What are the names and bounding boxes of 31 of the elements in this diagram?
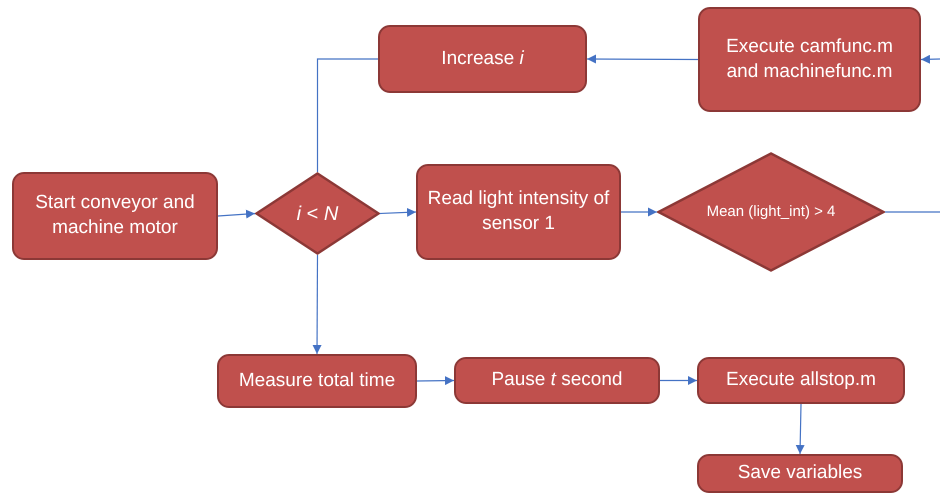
step-label: Pause t second: [492, 368, 622, 392]
arrow: [660, 376, 697, 385]
step-label: Execute camfunc.m and machinefunc.m: [725, 34, 894, 84]
process-box: [12, 172, 218, 260]
step-label: Increase i: [441, 46, 524, 71]
connector-line: [316, 58, 378, 172]
condition-label: i < N: [296, 202, 338, 226]
arrow: [417, 376, 454, 386]
connector-line: [885, 211, 940, 213]
process-box: [378, 25, 587, 93]
arrow: [380, 208, 416, 217]
step-label: Start conveyor and machine motor: [34, 191, 196, 240]
process-box: [454, 357, 660, 404]
arrow: [218, 210, 256, 219]
arrow: [796, 404, 805, 454]
decision-diamond: [657, 152, 885, 272]
arrow: [621, 208, 657, 216]
step-label: Save variables: [738, 461, 862, 486]
process-box: [217, 354, 417, 408]
step-label: Execute allstop.m: [726, 368, 876, 392]
decision-diamond: [255, 172, 380, 255]
process-box: [697, 454, 903, 493]
process-box: [416, 164, 621, 260]
arrow: [587, 54, 698, 64]
arrow: [920, 54, 940, 64]
step-label: Read light intensity of sensor 1: [426, 187, 610, 236]
process-box: [697, 357, 905, 404]
process-box: [698, 7, 921, 112]
step-label: Measure total time: [238, 368, 396, 393]
condition-label: Mean (light_int) > 4: [706, 202, 836, 222]
arrow: [312, 255, 322, 354]
